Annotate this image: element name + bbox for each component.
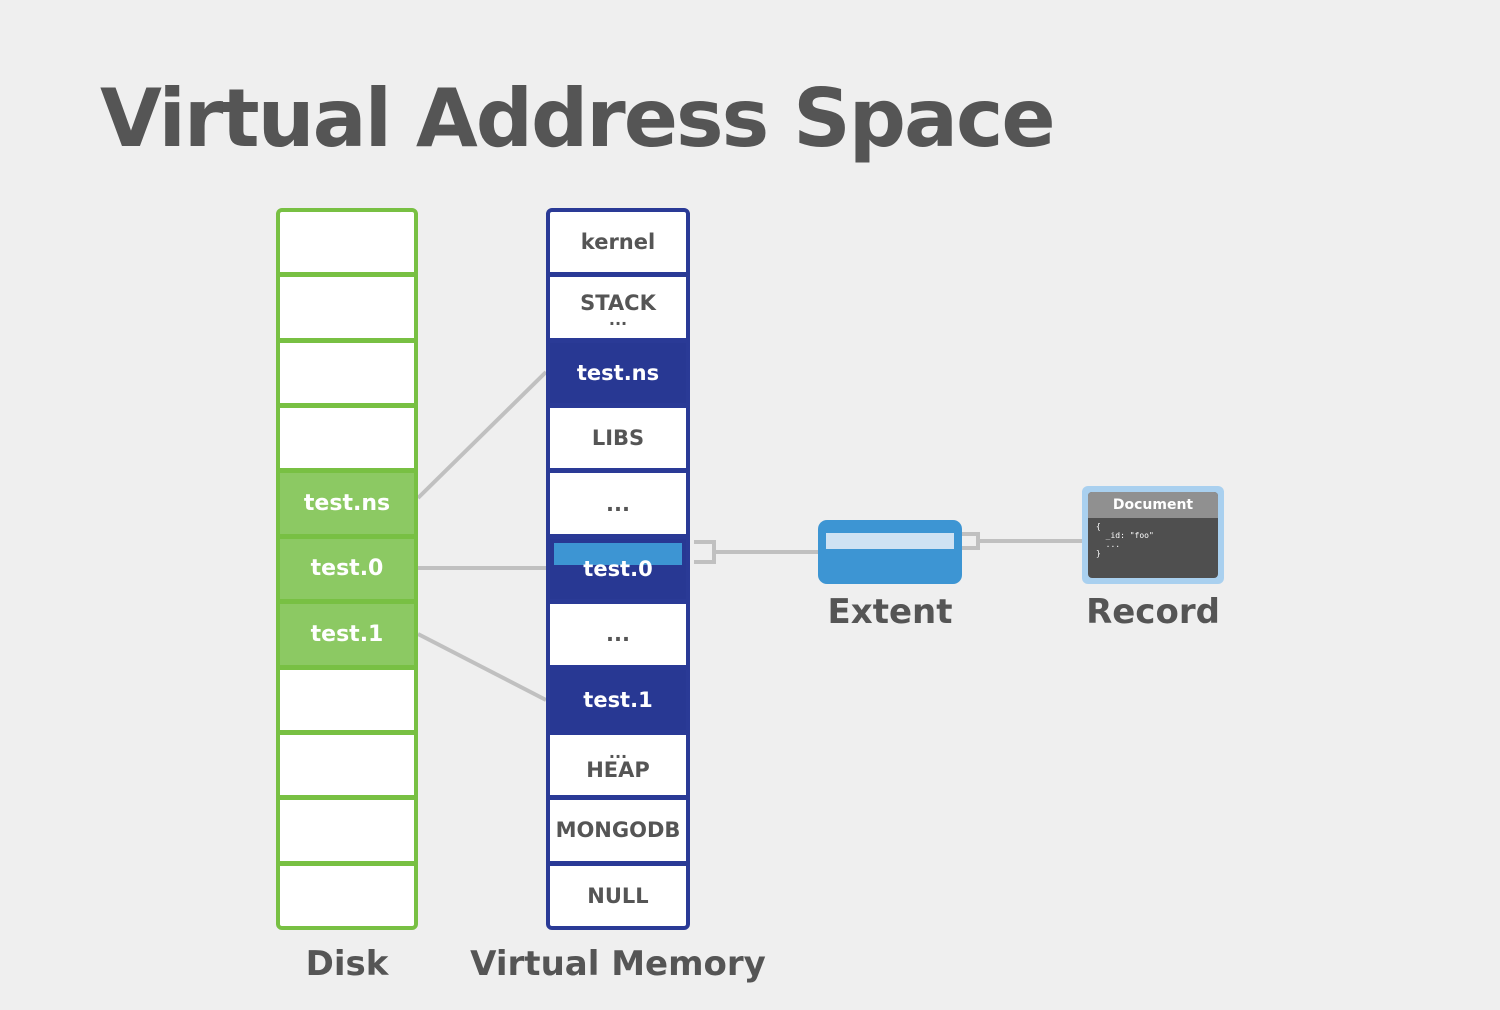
vm-cell-label: STACK <box>580 290 656 315</box>
vm-cell: MONGODB <box>550 800 686 861</box>
vm-cell-label: MONGODB <box>555 818 681 843</box>
document-title: Document <box>1088 492 1218 518</box>
vm-cell: NULL <box>550 865 686 926</box>
vm-cell: ... <box>550 604 686 665</box>
vm-cell-label: ... <box>606 622 630 647</box>
connector-test-ns <box>416 370 548 500</box>
vm-cell: LIBS <box>550 408 686 469</box>
vm-cell: ... <box>550 473 686 534</box>
disk-cell: test.ns <box>280 473 414 534</box>
record-block: Document { _id: "foo" ... } <box>1082 486 1224 584</box>
disk-cell <box>280 408 414 469</box>
disk-cell <box>280 734 414 796</box>
disk-cell <box>280 277 414 338</box>
extent-label: Extent <box>827 592 953 632</box>
vm-cell-dots-bottom: ... <box>608 309 628 329</box>
vm-cell: test.0 <box>550 538 686 600</box>
vm-cell-label: test.0 <box>583 556 653 581</box>
disk-label: Disk <box>305 944 389 984</box>
vm-cell-label: test.1 <box>583 687 653 712</box>
extent-block <box>818 520 962 584</box>
disk-cell <box>280 342 414 404</box>
vm-cell: ...HEAP <box>550 734 686 796</box>
disk-cell <box>280 669 414 730</box>
vm-cell-label: test.ns <box>576 360 660 385</box>
record-label: Record <box>1086 592 1220 632</box>
vm-cell-label: LIBS <box>591 426 645 451</box>
vm-cell: test.ns <box>550 342 686 404</box>
extent-bar <box>826 533 954 549</box>
vm-cell: test.1 <box>550 669 686 730</box>
disk-cell: test.0 <box>280 538 414 600</box>
document-card: Document { _id: "foo" ... } <box>1088 492 1218 578</box>
virtual-memory-label: Virtual Memory <box>470 944 766 984</box>
vm-cell-label: NULL <box>587 883 649 908</box>
connector-test-1 <box>417 632 547 702</box>
vm-cell: STACK... <box>550 277 686 338</box>
disk-cell <box>280 800 414 861</box>
vm-cell-label: kernel <box>580 230 656 255</box>
disk-cell <box>280 212 414 273</box>
disk-cell: test.1 <box>280 604 414 665</box>
vm-cell-label: HEAP <box>586 758 650 783</box>
disk-cell <box>280 865 414 926</box>
document-body: { _id: "foo" ... } <box>1096 522 1154 558</box>
bracket-extent-record <box>962 532 980 550</box>
vm-cell-dots-top: ... <box>608 743 628 763</box>
vm-cell-label: ... <box>606 491 630 516</box>
page-title: Virtual Address Space <box>100 72 1056 165</box>
bracket-vm-extent <box>694 540 716 564</box>
vm-cell: kernel <box>550 212 686 273</box>
